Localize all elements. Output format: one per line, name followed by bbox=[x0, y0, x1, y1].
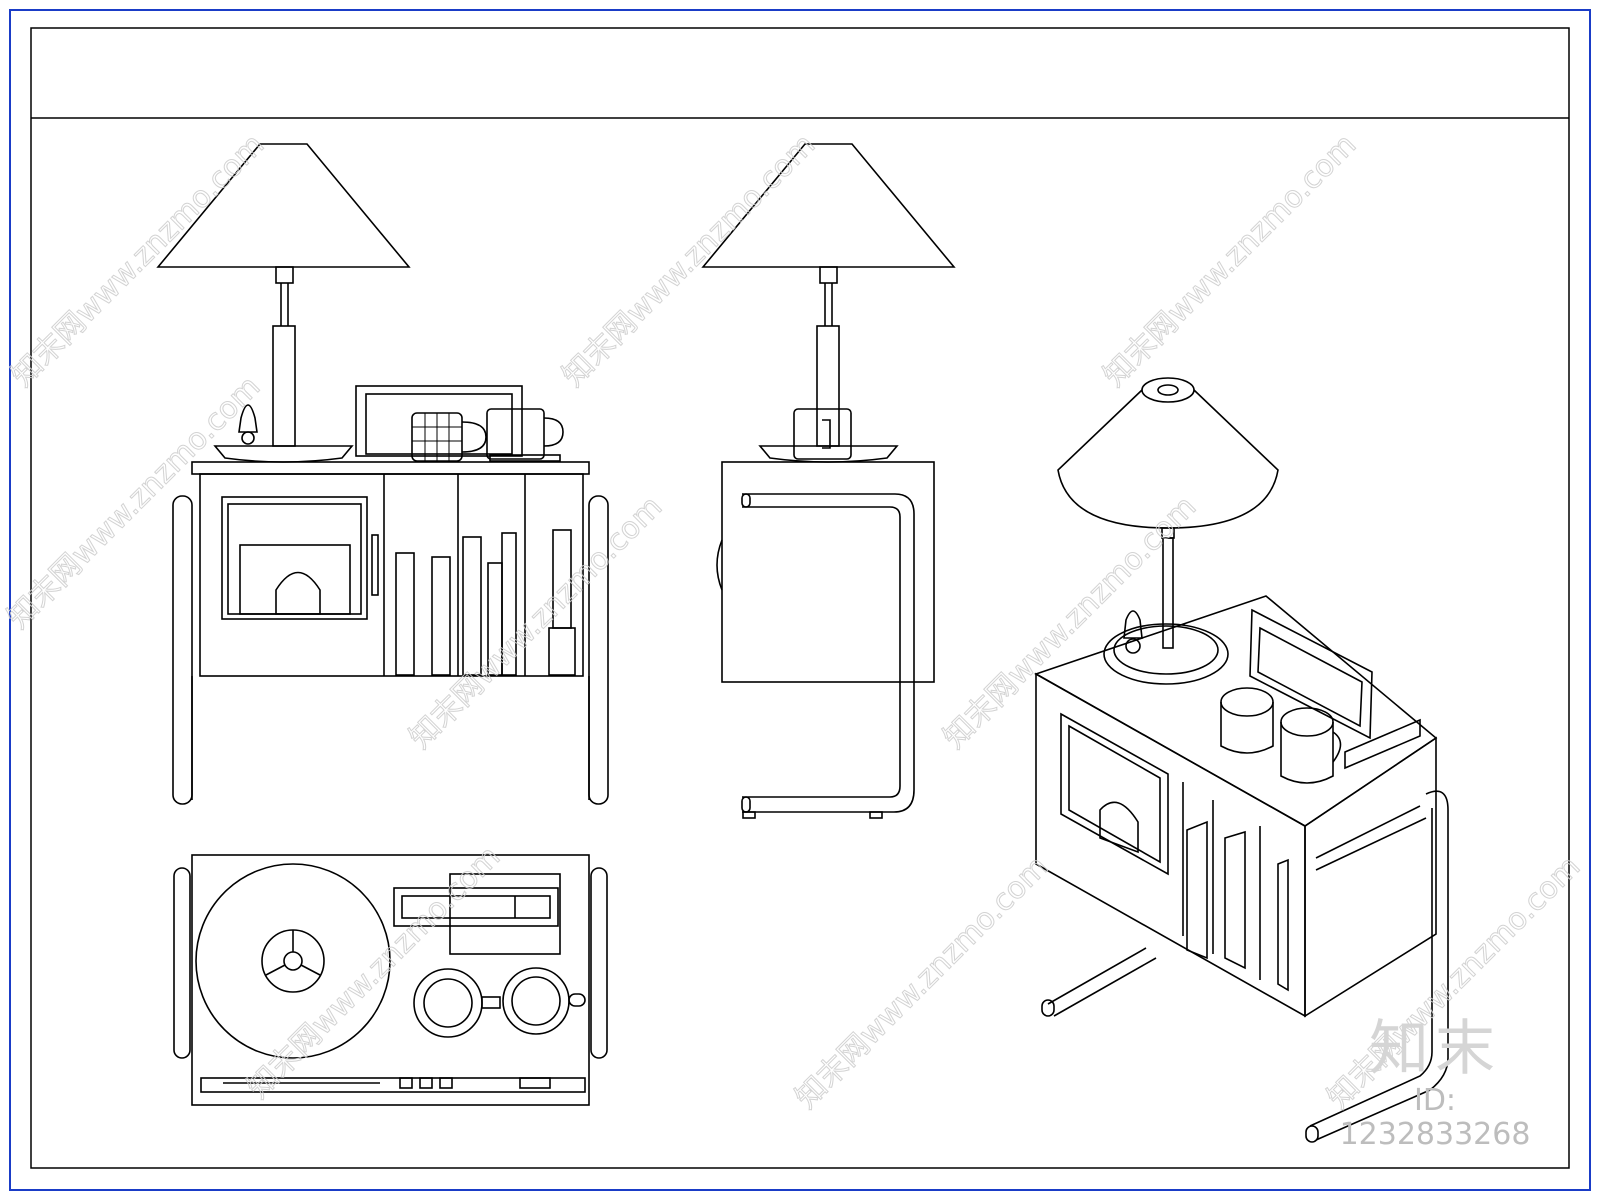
watermark-5: 知末网www.znzmo.com bbox=[403, 489, 669, 755]
watermark-2: 知末网www.znzmo.com bbox=[556, 127, 822, 393]
isometric-view bbox=[1034, 377, 1449, 1143]
cabinet-front bbox=[172, 461, 609, 805]
front-elevation bbox=[156, 143, 609, 805]
mug-textured-front bbox=[486, 408, 564, 462]
watermark-layer: 知末网www.znzmo.com 知末网www.znzmo.com 知末网www… bbox=[0, 127, 1587, 1116]
legs-iso bbox=[1041, 790, 1449, 1143]
frame-iso bbox=[1249, 608, 1421, 770]
watermark-1: 知末网www.znzmo.com bbox=[5, 127, 271, 393]
mugs-iso bbox=[1220, 687, 1342, 784]
watermark-7: 知末网www.znzmo.com bbox=[241, 839, 507, 1105]
model-id: ID: 1232833268 bbox=[1339, 1083, 1531, 1152]
brand-logo: 知末 ID: 1232833268 bbox=[1325, 1014, 1545, 1152]
watermark-3: 知末网www.znzmo.com bbox=[1097, 127, 1363, 393]
mug-grid-front bbox=[411, 412, 487, 462]
side-elevation bbox=[701, 143, 956, 819]
brand-name: 知末 bbox=[1369, 1014, 1501, 1084]
tray-side bbox=[758, 408, 899, 463]
cabinet-side bbox=[716, 461, 935, 819]
photo-frame-front bbox=[355, 385, 523, 457]
watermark-8: 知末网www.znzmo.com bbox=[789, 849, 1055, 1115]
lamp-iso bbox=[1057, 377, 1279, 685]
drawing-frame bbox=[9, 9, 1591, 1191]
top-plan bbox=[173, 854, 608, 1106]
cabinet-iso bbox=[1034, 595, 1438, 1018]
